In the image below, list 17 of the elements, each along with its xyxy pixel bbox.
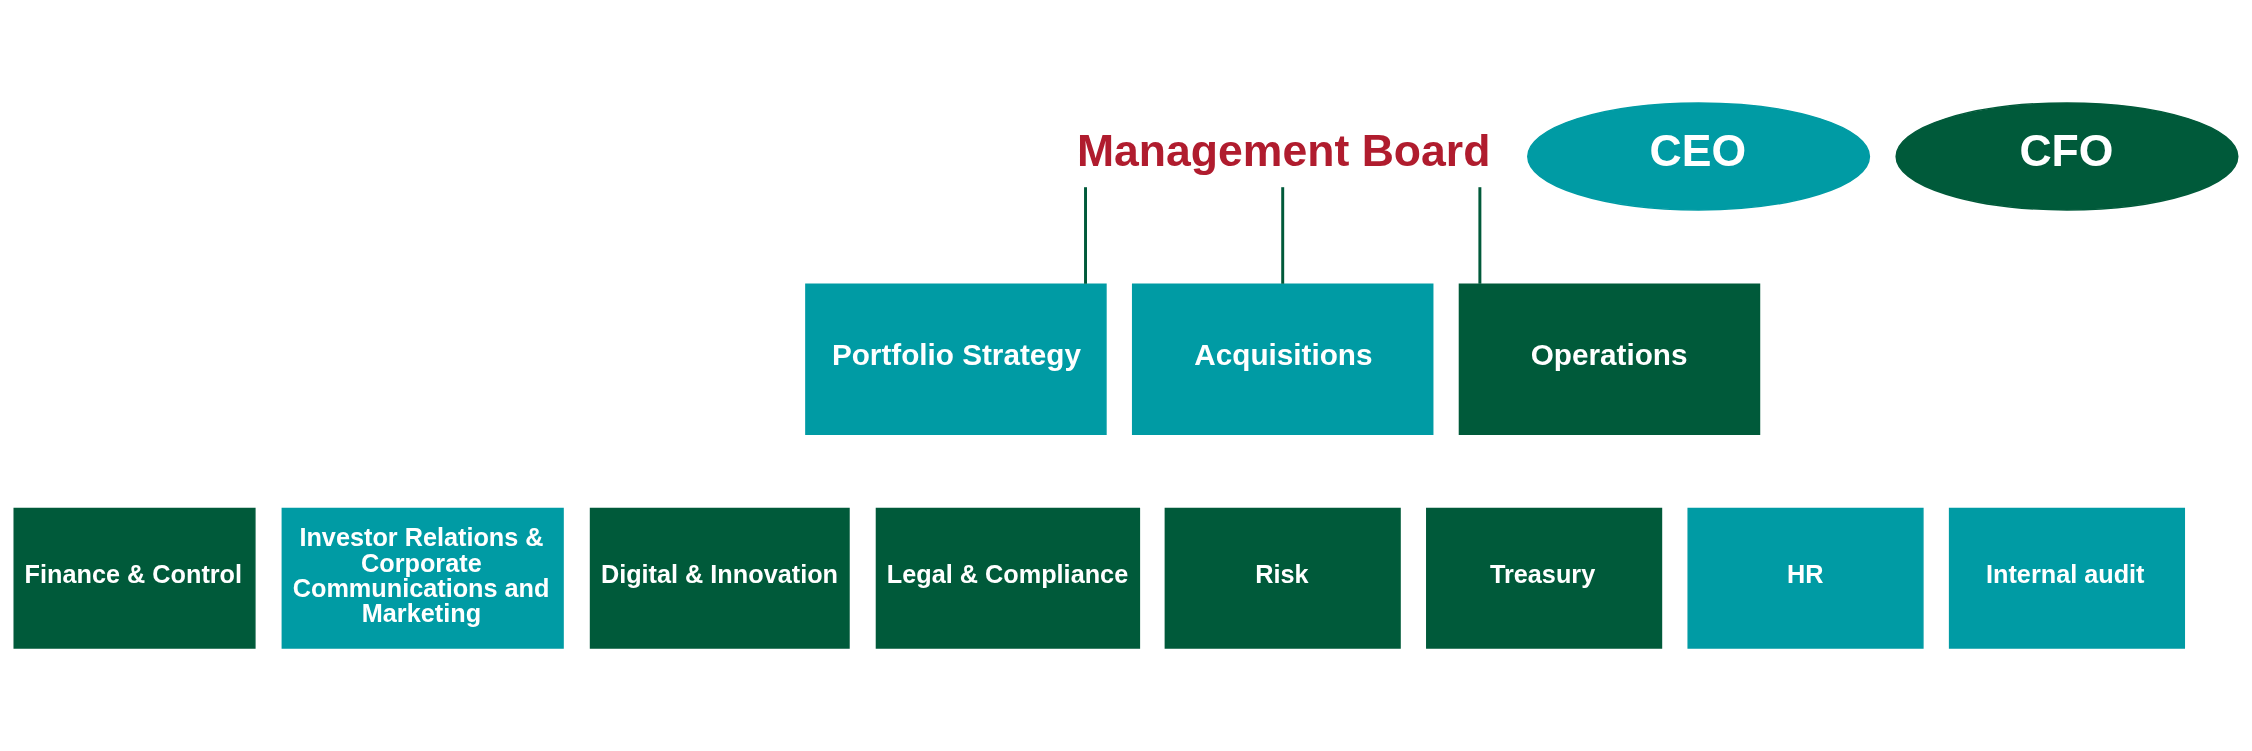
node-ellipse: CEO — [1527, 102, 1871, 211]
node-box: Portfolio Strategy — [805, 283, 1107, 435]
node-box: Digital & Innovation — [589, 507, 850, 649]
node-ellipse: CFO — [1895, 102, 2239, 211]
node-box: Acquisitions — [1131, 283, 1434, 435]
node-box: Finance & Control — [13, 507, 256, 649]
node-box: Legal & Compliance — [875, 507, 1141, 649]
node-text: Management Board — [1076, 126, 1491, 176]
node-box: Internal audit — [1948, 507, 2186, 649]
connector — [1281, 187, 1285, 284]
node-box: Investor Relations & Corporate Communications and Marketing — [281, 507, 564, 649]
node-box: Risk — [1164, 507, 1401, 649]
connector — [1084, 187, 1087, 284]
node-box: Treasury — [1426, 507, 1663, 649]
node-box: Operations — [1458, 283, 1761, 435]
node-box: HR — [1687, 507, 1924, 649]
connector — [1478, 187, 1482, 284]
